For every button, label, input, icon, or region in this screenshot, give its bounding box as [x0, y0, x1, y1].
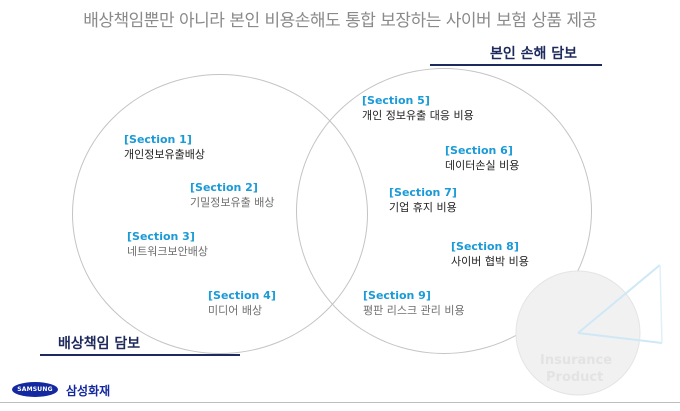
section-1: [Section 1] 개인정보유출배상 [124, 132, 205, 163]
section-5: [Section 5] 개인 정보유출 대응 비용 [362, 93, 474, 124]
section-2-tag: [Section 2] [190, 181, 258, 194]
section-2: [Section 2] 기밀정보유출 배상 [190, 180, 274, 211]
left-label-underline [40, 354, 240, 356]
decor-line [577, 332, 663, 344]
section-7: [Section 7] 기업 휴지 비용 [389, 185, 457, 216]
section-6: [Section 6] 데이터손실 비용 [445, 143, 519, 174]
section-1-tag: [Section 1] [124, 133, 192, 146]
section-5-name: 개인 정보유출 대응 비용 [362, 109, 474, 122]
company-name: 삼성화재 [66, 384, 111, 398]
right-circle-label: 본인 손해 담보 [490, 46, 578, 62]
section-9: [Section 9] 평판 리스크 관리 비용 [363, 288, 465, 319]
right-label-underline [430, 64, 602, 66]
section-7-tag: [Section 7] [389, 186, 457, 199]
watermark-text-product: Product [546, 370, 604, 385]
footer-divider [0, 402, 680, 403]
decor-line [577, 264, 661, 334]
section-3-tag: [Section 3] [127, 230, 195, 243]
decor-line [659, 264, 663, 344]
samsung-logo: SAMSUNG [12, 382, 58, 397]
left-circle-label: 배상책임 담보 [58, 336, 141, 352]
section-6-tag: [Section 6] [445, 144, 513, 157]
section-2-name: 기밀정보유출 배상 [190, 196, 275, 209]
section-4-name: 미디어 배상 [208, 304, 263, 317]
page-title: 배상책임뿐만 아니라 본인 비용손해도 통합 보장하는 사이버 보험 상품 제공 [83, 11, 597, 31]
watermark-text-insurance: Insurance [540, 353, 613, 368]
section-4-tag: [Section 4] [208, 289, 276, 302]
section-8-tag: [Section 8] [451, 240, 519, 253]
section-8-name: 사이버 협박 비용 [451, 255, 529, 268]
section-7-name: 기업 휴지 비용 [389, 201, 457, 214]
section-5-tag: [Section 5] [362, 94, 430, 107]
section-9-name: 평판 리스크 관리 비용 [363, 304, 465, 317]
right-circle [296, 68, 592, 354]
section-9-tag: [Section 9] [363, 289, 431, 302]
section-4: [Section 4] 미디어 배상 [208, 288, 276, 319]
section-6-name: 데이터손실 비용 [445, 159, 520, 172]
section-3: [Section 3] 네트워크보안배상 [127, 229, 208, 260]
insurance-product-graphic [515, 264, 663, 396]
section-3-name: 네트워크보안배상 [127, 245, 208, 258]
section-1-name: 개인정보유출배상 [124, 148, 205, 161]
section-8: [Section 8] 사이버 협박 비용 [451, 239, 529, 270]
